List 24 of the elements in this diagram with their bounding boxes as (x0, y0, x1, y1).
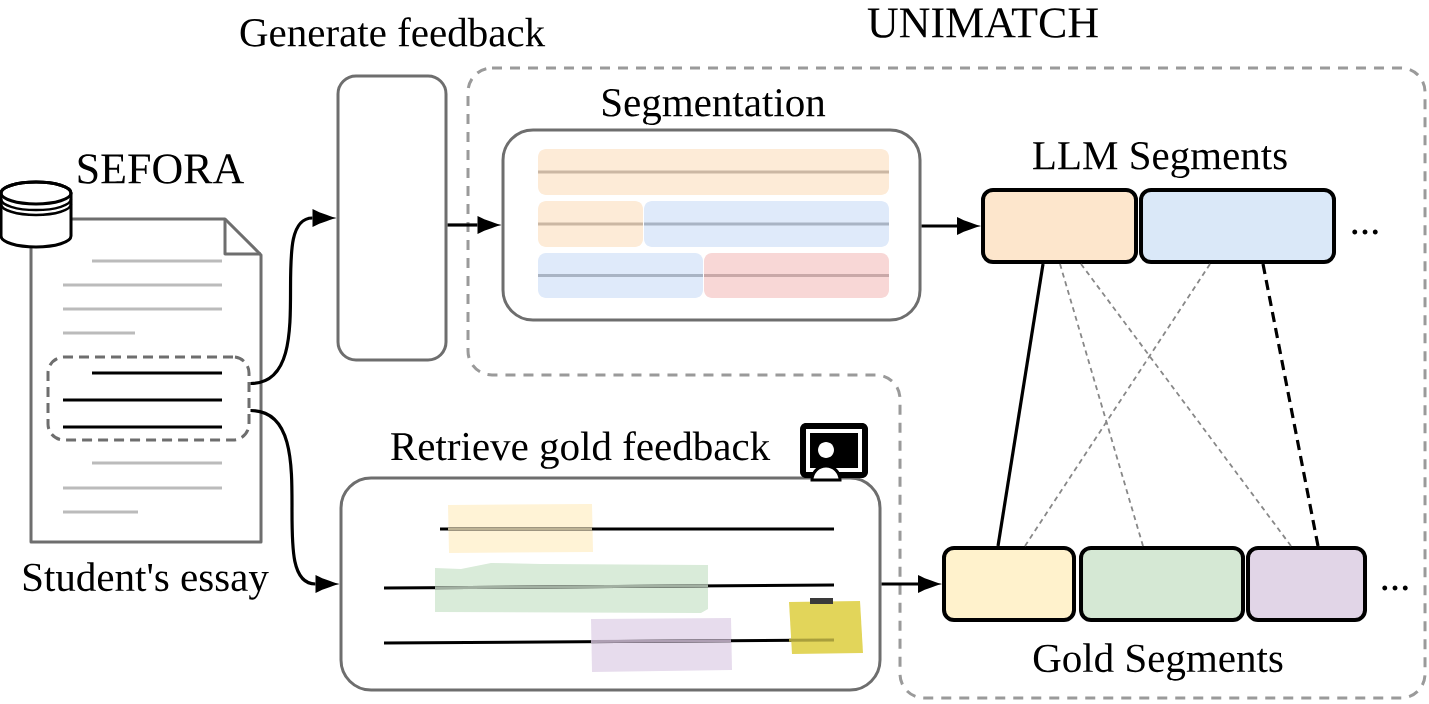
label: SEFORA (78, 154, 245, 184)
connector-line (1080, 263, 1292, 547)
connector-line (1059, 263, 1144, 547)
segment-box (1139, 188, 1336, 264)
arrow (881, 575, 942, 593)
segment-box (981, 188, 1138, 264)
segment-box (942, 546, 1076, 622)
label: Student's essay (23, 562, 269, 600)
arrow (921, 217, 981, 235)
connector-line (1024, 263, 1211, 547)
selection-box (46, 355, 251, 442)
segment-box (1079, 546, 1245, 622)
heading: LLM Segments (1033, 142, 1287, 178)
segment-box (1246, 546, 1367, 622)
connector-line (996, 263, 1045, 547)
arrow (250, 408, 340, 593)
heading: UNIMATCH (867, 8, 1098, 38)
connector-line (1261, 263, 1320, 547)
heading: Retrieve gold feedback (391, 431, 771, 469)
heading: Generate feedback (240, 17, 546, 47)
arrow (447, 216, 502, 234)
heading: Segmentation (603, 89, 826, 125)
heading: Gold Segments (1033, 643, 1283, 681)
arrow (250, 209, 337, 386)
